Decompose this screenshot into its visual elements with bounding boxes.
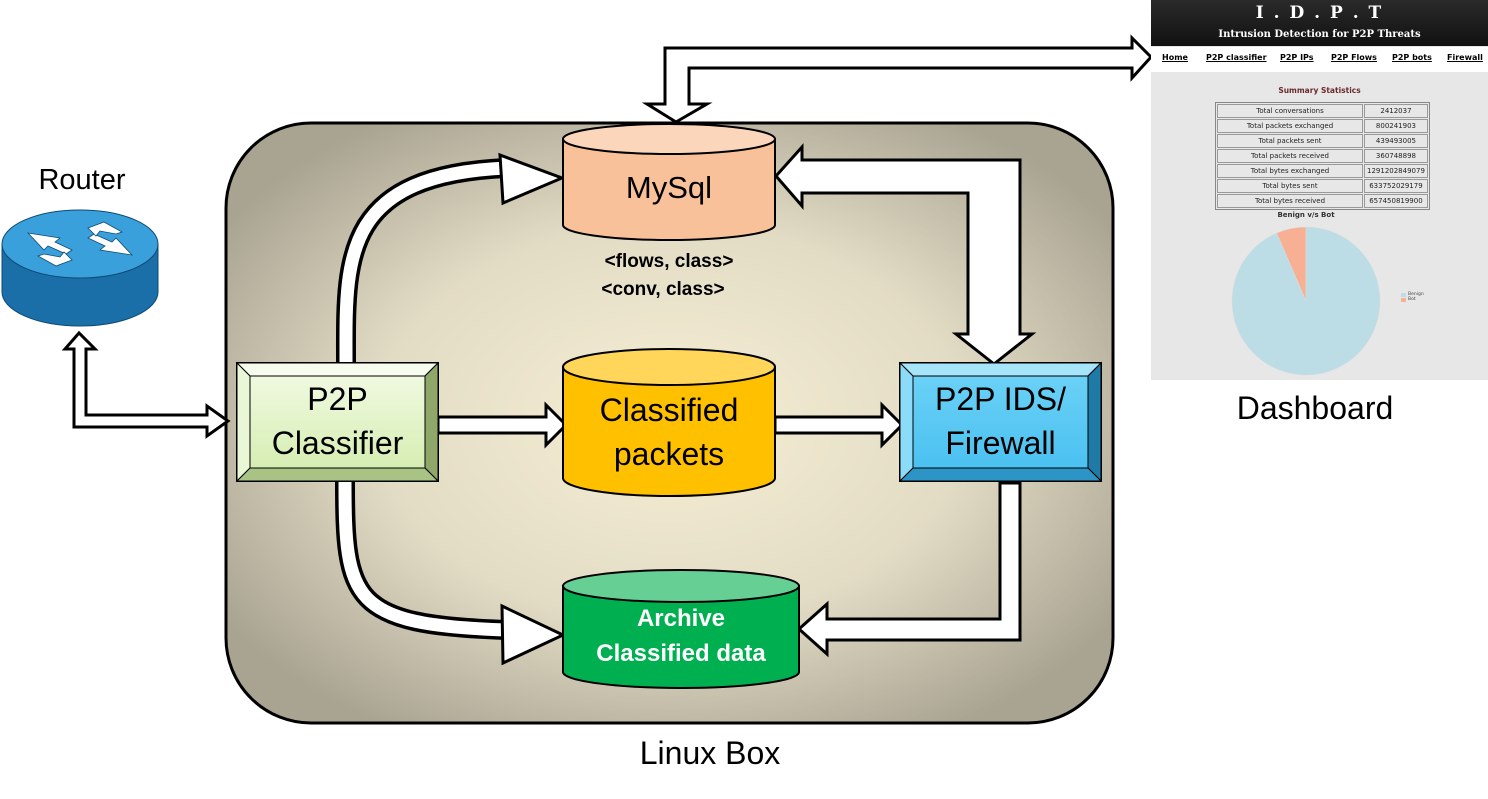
nav-p2p-classifier[interactable]: P2P classifier (1206, 53, 1267, 62)
classifier-mysql-arrow (335, 152, 567, 363)
classified-packets-database (562, 348, 776, 497)
dashboard-label: Dashboard (1236, 390, 1394, 426)
archive-label-2: Classified data (596, 640, 766, 667)
stats-value: 800241903 (1364, 119, 1428, 133)
legend-swatch-benign (1401, 293, 1406, 297)
ids-archive-arrow (796, 481, 1022, 658)
ids-label-2: Firewall (945, 425, 1056, 461)
nav-p2p-bots[interactable]: P2P bots (1392, 53, 1432, 62)
pie-title: Benign v/s Bot (1277, 211, 1335, 219)
classified-packets-label-1: Classified (599, 392, 739, 428)
nav-p2p-ips[interactable]: P2P IPs (1280, 53, 1314, 62)
stats-label: Total conversations (1217, 104, 1363, 118)
stats-value: 439493005 (1364, 134, 1428, 148)
stats-value: 2412037 (1364, 104, 1428, 118)
stats-label: Total bytes exchanged (1217, 164, 1363, 178)
mysql-dashboard-arrow (641, 34, 1154, 124)
dashboard-screenshot: I . D . P . T Intrusion Detection for P2… (1151, 0, 1488, 380)
dashboard-title: I . D . P . T (1255, 3, 1384, 23)
classifier-packets-arrow (436, 401, 569, 449)
stats-value: 360748898 (1364, 149, 1428, 163)
router-classifier-arrow (61, 330, 231, 439)
router-label: Router (38, 164, 126, 196)
dashboard-header: I . D . P . T Intrusion Detection for P2… (1151, 0, 1488, 46)
archive-label-1: Archive (636, 605, 726, 632)
nav-firewall[interactable]: Firewall (1447, 53, 1483, 62)
stats-label: Total bytes received (1217, 194, 1363, 208)
archive-database (562, 569, 800, 689)
nav-p2p-flows[interactable]: P2P Flows (1331, 53, 1377, 62)
mysql-database (562, 123, 776, 241)
classifier-archive-arrow (335, 479, 567, 666)
stats-value: 657450819900 (1364, 194, 1428, 208)
p2p-classifier-box (235, 361, 440, 483)
mysql-note-flows: <flows, class> (604, 251, 734, 272)
classifier-label-2: Classifier (271, 425, 404, 461)
classifier-label-1: P2P (307, 381, 368, 417)
router-icon (1, 209, 159, 327)
dashboard-nav: Home P2P classifier P2P IPs P2P Flows P2… (1151, 47, 1488, 72)
ids-label-1: P2P IDS/ (934, 381, 1067, 417)
nav-home[interactable]: Home (1162, 53, 1188, 62)
legend-swatch-bot (1401, 298, 1406, 302)
packets-ids-arrow (773, 401, 905, 449)
legend-bot: Bot (1408, 297, 1416, 302)
stats-value: 1291202849079 (1364, 164, 1428, 178)
classified-packets-label-2: packets (613, 436, 725, 472)
stats-label: Total bytes sent (1217, 179, 1363, 193)
p2p-ids-box (898, 361, 1103, 483)
mysql-note-conv: <conv, class> (601, 279, 725, 300)
pie-chart (1231, 226, 1381, 376)
dashboard-subtitle: Intrusion Detection for P2P Threats (1218, 29, 1421, 40)
pie-slice-benign (1231, 226, 1381, 376)
linux-box-label: Linux Box (639, 735, 781, 771)
stats-label: Total packets exchanged (1217, 119, 1363, 133)
stats-title: Summary Statistics (1278, 86, 1361, 95)
mysql-label: MySql (625, 170, 713, 205)
stats-label: Total packets received (1217, 149, 1363, 163)
stats-label: Total packets sent (1217, 134, 1363, 148)
legend-benign: Benign (1408, 292, 1424, 297)
stats-value: 633752029179 (1364, 179, 1428, 193)
